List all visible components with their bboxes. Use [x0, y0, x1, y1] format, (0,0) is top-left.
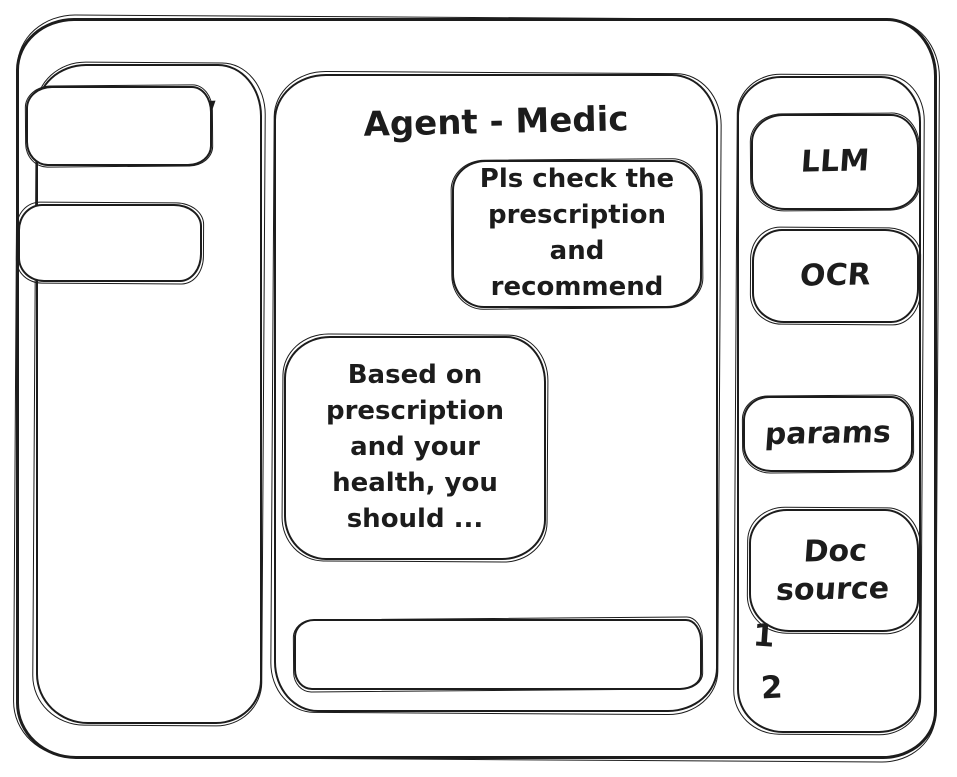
history-item[interactable] [18, 204, 202, 282]
history-item[interactable] [26, 86, 212, 166]
doc-source-item[interactable]: 1 [751, 617, 776, 655]
llm-button-label: LLM [799, 143, 871, 180]
doc-source-button-label: Doc source [775, 533, 891, 608]
message-input[interactable] [296, 621, 700, 688]
params-button-label: params [763, 415, 893, 453]
assistant-message-bubble: Based on prescription and your health, y… [284, 336, 546, 560]
doc-source-button[interactable]: Doc source [749, 509, 919, 632]
chat-title: Agent - Medic [363, 99, 629, 145]
chat-panel: Agent - Medic Pls check the prescription… [274, 74, 718, 712]
ocr-button-label: OCR [798, 257, 873, 294]
tools-sidebar: LLM OCR params Doc source 1 2 [737, 76, 921, 733]
history-sidebar: History [36, 64, 262, 724]
doc-source-item[interactable]: 2 [760, 669, 784, 707]
message-input-container [294, 619, 702, 690]
ocr-button[interactable]: OCR [752, 229, 919, 323]
llm-button[interactable]: LLM [751, 114, 919, 210]
user-message-bubble: Pls check the prescription and recommend [452, 160, 702, 308]
params-button[interactable]: params [743, 396, 913, 472]
